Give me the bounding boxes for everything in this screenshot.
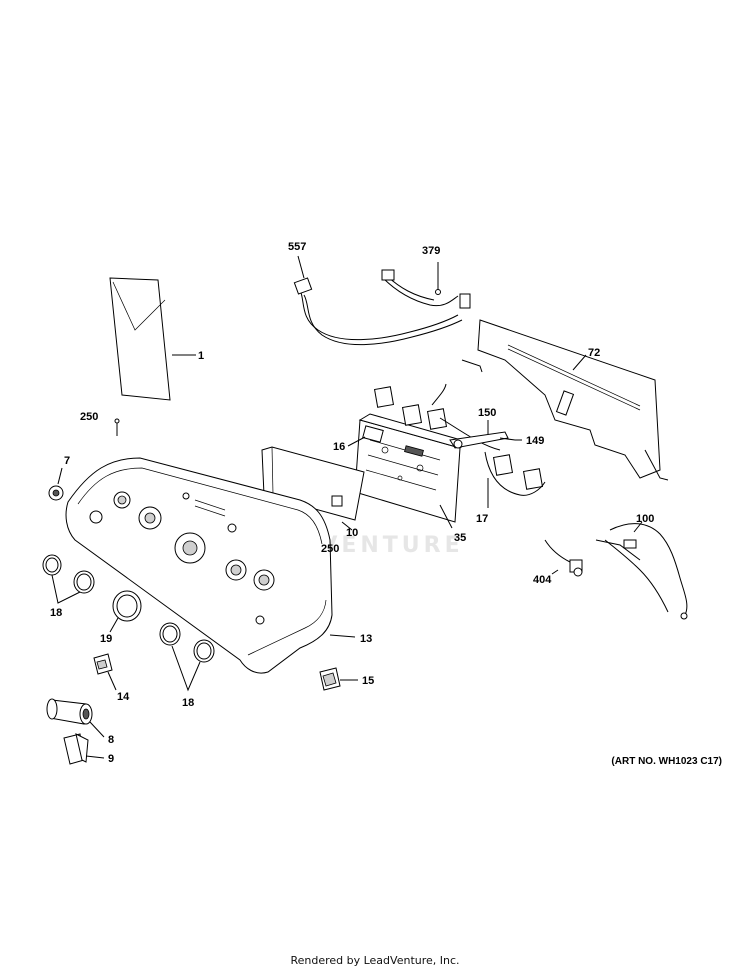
part-16-switch[interactable]	[347, 425, 384, 447]
part-13-control-panel[interactable]	[65, 457, 356, 674]
callout-150: 150	[478, 407, 496, 419]
part-15-button[interactable]	[319, 667, 358, 691]
callout-16: 16	[333, 441, 345, 453]
callout-250-mid: 250	[321, 543, 339, 555]
part-14-button[interactable]	[93, 653, 117, 691]
callout-9: 9	[108, 753, 114, 765]
part-19-large-knob[interactable]	[109, 590, 142, 633]
callout-10: 10	[346, 527, 358, 539]
part-35-control-board[interactable]	[354, 413, 470, 529]
part-7-knob[interactable]	[48, 467, 64, 501]
part-404-sensor[interactable]	[544, 539, 583, 577]
part-18-knob-set-left[interactable]	[42, 554, 95, 604]
callout-250-top: 250	[80, 411, 98, 423]
callout-14: 14	[117, 691, 130, 703]
callout-7: 7	[64, 455, 70, 467]
callout-18-lower: 18	[182, 697, 194, 709]
callout-404: 404	[533, 574, 552, 586]
callout-72: 72	[588, 347, 600, 359]
part-250-screw-top[interactable]	[114, 418, 120, 436]
part-100-harness[interactable]	[595, 521, 688, 620]
part-8-cylinder[interactable]	[46, 698, 105, 738]
part-149-fastener[interactable]	[499, 437, 522, 441]
part-150-lever[interactable]	[449, 420, 509, 449]
callout-19: 19	[100, 633, 112, 645]
part-9-clip[interactable]	[63, 733, 105, 765]
callout-15: 15	[362, 675, 374, 687]
part-18-knob-set-lower[interactable]	[159, 622, 215, 692]
callout-100: 100	[636, 513, 654, 525]
callout-1: 1	[198, 350, 204, 362]
callout-8: 8	[108, 734, 114, 746]
switch-modules[interactable]	[373, 383, 501, 451]
part-10-panel-cover[interactable]	[261, 446, 365, 531]
part-1-manual[interactable]	[109, 277, 196, 401]
part-72-bracket[interactable]	[461, 319, 669, 481]
callout-17: 17	[476, 513, 488, 525]
callout-13: 13	[360, 633, 372, 645]
part-17-sensor[interactable]	[484, 451, 546, 508]
callout-18-left: 18	[50, 607, 62, 619]
callout-labels: 557 379 1 72 150 149 16 250 7 10 250 35 …	[50, 241, 654, 765]
callout-379: 379	[422, 245, 440, 257]
callout-35: 35	[454, 532, 466, 544]
footer-credit: Rendered by LeadVenture, Inc.	[290, 954, 460, 967]
callout-149: 149	[526, 435, 544, 447]
art-number: (ART NO. WH1023 C17)	[611, 756, 722, 767]
part-557-wire-harness[interactable]	[293, 255, 471, 346]
callout-557: 557	[288, 241, 306, 253]
